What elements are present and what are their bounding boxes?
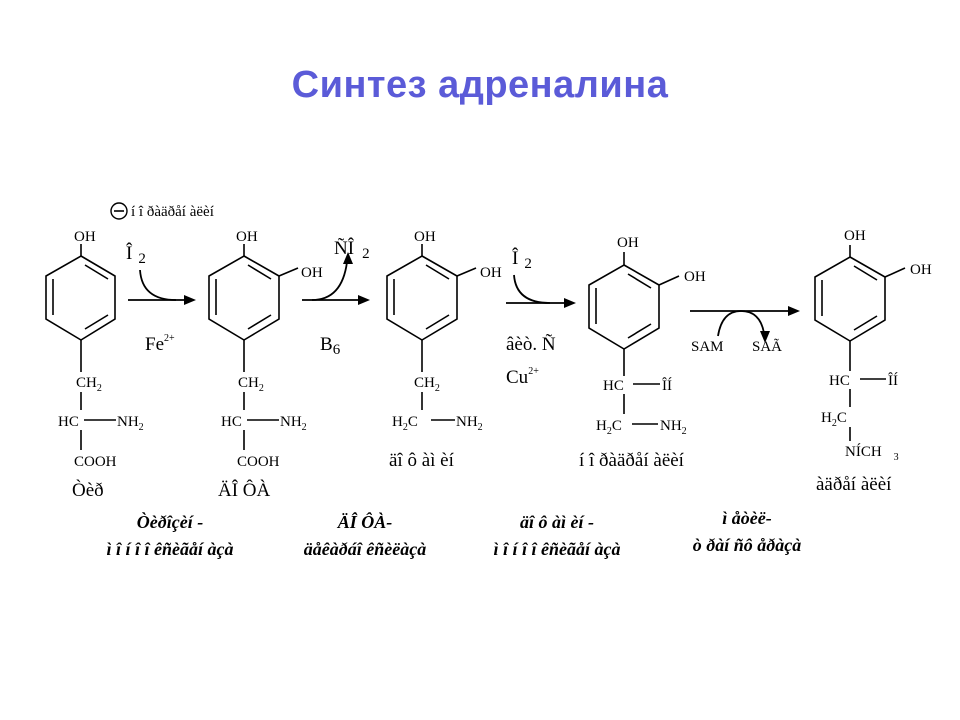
svg-text:ÎÍ: ÎÍ (662, 377, 672, 394)
molecule-dopa: OH OH CH2 HC NH2 COOH ÄÎ ÔÀ (208, 229, 323, 501)
enzyme-tyrosine-monooxygenase: Òèðîçèí - ì î í î î êñèãåí àçà (107, 511, 234, 559)
molecule-label: í î ðàäðåí àëèí (579, 450, 685, 471)
svg-text:SAÃ: SAÃ (752, 339, 782, 355)
svg-text:H2C: H2C (392, 414, 418, 433)
svg-text:CH2: CH2 (414, 375, 440, 394)
oh-group: OH (480, 265, 502, 281)
svg-text:CH2: CH2 (76, 375, 102, 394)
molecule-label: ÄÎ ÔÀ (218, 479, 271, 501)
molecule-label: àäðåí àëèí (816, 474, 892, 495)
oh-group: OH (617, 235, 639, 251)
svg-text:Cu2+: Cu2+ (506, 366, 539, 388)
oh-group: OH (684, 269, 706, 285)
svg-text:Î2: Î2 (512, 247, 532, 272)
inhibitor-text: í î ðàäðåí àëèí (131, 204, 214, 220)
molecule-noradrenaline: OH OH HC ÎÍ H2C NH2 í î ðàäðåí àëèí (579, 235, 706, 471)
svg-text:HC: HC (58, 414, 79, 430)
svg-text:NH2: NH2 (280, 414, 307, 433)
svg-text:ÎÍ: ÎÍ (888, 372, 898, 389)
svg-text:äî ô àì èí -: äî ô àì èí - (520, 512, 594, 532)
svg-text:B6: B6 (320, 334, 341, 358)
minus-circle-icon (110, 202, 128, 220)
molecule-dopamine: OH OH CH2 H2C NH2 äî ô àì èí (386, 229, 502, 471)
svg-text:ò ðàí ñô åðàçà: ò ðàí ñô åðàçà (693, 535, 802, 555)
enzyme-dopamine-monooxygenase: äî ô àì èí - ì î í î î êñèãåí àçà (494, 512, 621, 559)
svg-text:Fe2+: Fe2+ (145, 333, 175, 355)
oh-group: OH (910, 262, 932, 278)
oh-group: OH (236, 229, 258, 245)
svg-text:HC: HC (829, 373, 850, 389)
reaction-arrow-4: SAM SAÃ (690, 306, 800, 355)
inhibitor-label: í î ðàäðåí àëèí (110, 202, 214, 220)
svg-text:HC: HC (603, 378, 624, 394)
svg-text:NH2: NH2 (456, 414, 483, 433)
svg-text:NH2: NH2 (117, 414, 144, 433)
svg-text:HC: HC (221, 414, 242, 430)
molecule-label: Òèð (72, 479, 104, 501)
enzyme-dopa-decarboxylase: ÄÎ ÔÀ- äåêàðáî êñèëàçà (304, 511, 426, 559)
oh-group: OH (414, 229, 436, 245)
svg-text:SAM: SAM (691, 339, 724, 355)
svg-text:COOH: COOH (237, 454, 280, 470)
svg-text:NH2: NH2 (660, 418, 687, 437)
svg-text:ì åòèë-: ì åòèë- (722, 508, 771, 528)
svg-text:äåêàðáî êñèëàçà: äåêàðáî êñèëàçà (304, 539, 426, 559)
svg-text:Òèðîçèí -: Òèðîçèí - (137, 511, 203, 532)
enzyme-methyltransferase: ì åòèë- ò ðàí ñô åðàçà (693, 508, 802, 555)
svg-text:âèò. Ñ: âèò. Ñ (506, 333, 556, 355)
svg-text:COOH: COOH (74, 454, 117, 470)
svg-text:Î2: Î2 (126, 242, 146, 267)
molecule-tyrosine: OH CH2 HC NH2 COOH Òèð (45, 229, 144, 501)
molecule-label: äî ô àì èí (389, 450, 455, 471)
svg-text:CH2: CH2 (238, 375, 264, 394)
svg-text:ì î í î î êñèãåí àçà: ì î í î î êñèãåí àçà (107, 539, 234, 559)
slide-title: Синтез адреналина (291, 64, 669, 106)
oh-group: OH (301, 265, 323, 281)
svg-text:ì î í î î êñèãåí àçà: ì î í î î êñèãåí àçà (494, 539, 621, 559)
svg-text:ÑÎ2: ÑÎ2 (334, 237, 370, 262)
oh-group: OH (844, 228, 866, 244)
oh-group: OH (74, 229, 96, 245)
svg-text:H2C: H2C (821, 410, 847, 429)
svg-text:ÄÎ ÔÀ-: ÄÎ ÔÀ- (337, 511, 393, 532)
svg-text:H2C: H2C (596, 418, 622, 437)
